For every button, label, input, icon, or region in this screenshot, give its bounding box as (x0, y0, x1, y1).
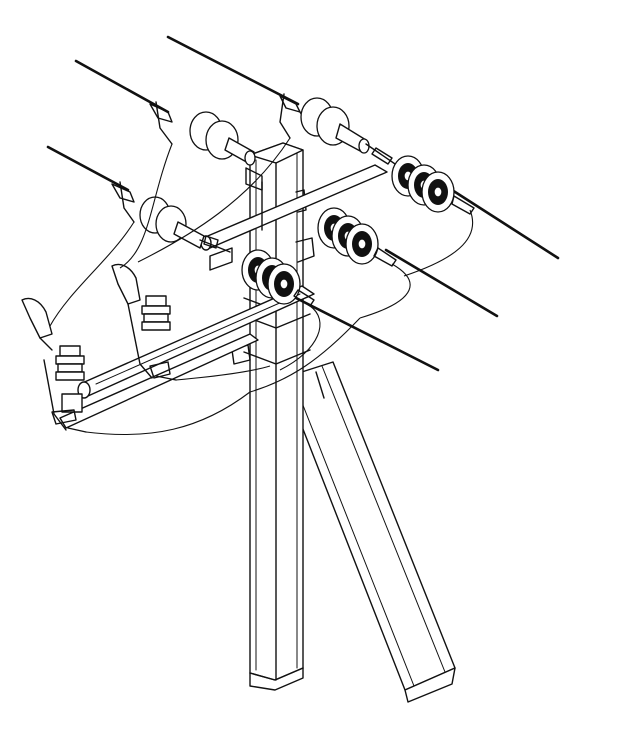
dead-end-clamps (111, 93, 307, 223)
leaning-brace-pole (282, 361, 456, 703)
lower-crossarm (77, 285, 315, 399)
post-insulator-front (189, 111, 263, 231)
conductor-right-middle (384, 248, 499, 318)
suspension-string-right (391, 155, 475, 277)
suspension-string-front (241, 249, 315, 307)
conductor-right-upper (450, 188, 560, 260)
conductor-top-front (74, 59, 170, 114)
conductor-middle-left (46, 145, 130, 192)
conductor-right-lower (294, 296, 440, 372)
suspension-string-middle (317, 207, 411, 319)
post-insulator-left (139, 196, 231, 253)
cutout-left (21, 297, 87, 433)
jumper-wires (49, 137, 361, 436)
cutout-crossarm (59, 333, 259, 429)
conductors (46, 35, 560, 372)
conductor-top-back (166, 35, 300, 106)
cutout-right (111, 263, 177, 381)
post-insulator-back (300, 97, 399, 167)
